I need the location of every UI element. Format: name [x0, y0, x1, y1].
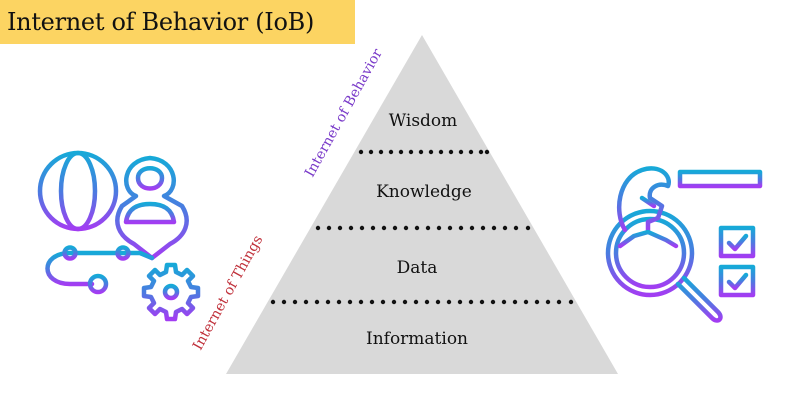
separator-2 [315, 225, 531, 231]
person-icon [616, 166, 679, 291]
text-lines-icon [691, 194, 743, 220]
separator-1 [358, 149, 490, 155]
person-magnifier-checklist-icon [605, 166, 763, 323]
pyramid-level-knowledge: Knowledge [376, 182, 472, 202]
pyramid-shape [226, 35, 618, 374]
person-pin-icon [115, 155, 189, 261]
pyramid-level-data: Data [396, 258, 438, 278]
pyramid-level-information: Information [365, 329, 469, 349]
globe-person-gear-icon [37, 150, 201, 322]
pyramid-separators [270, 149, 574, 305]
separator-3 [270, 299, 574, 305]
network-path-icon [45, 245, 155, 295]
rating-bar-icon [677, 169, 763, 189]
gear-icon [141, 262, 201, 322]
checkbox-icon [718, 225, 756, 259]
pyramid-level-wisdom: Wisdom [388, 111, 458, 131]
page-title: Internet of Behavior (IoB) [7, 8, 315, 36]
checkbox-icon [718, 264, 756, 298]
title-banner: Internet of Behavior (IoB) [0, 0, 355, 44]
globe-icon [37, 150, 119, 232]
